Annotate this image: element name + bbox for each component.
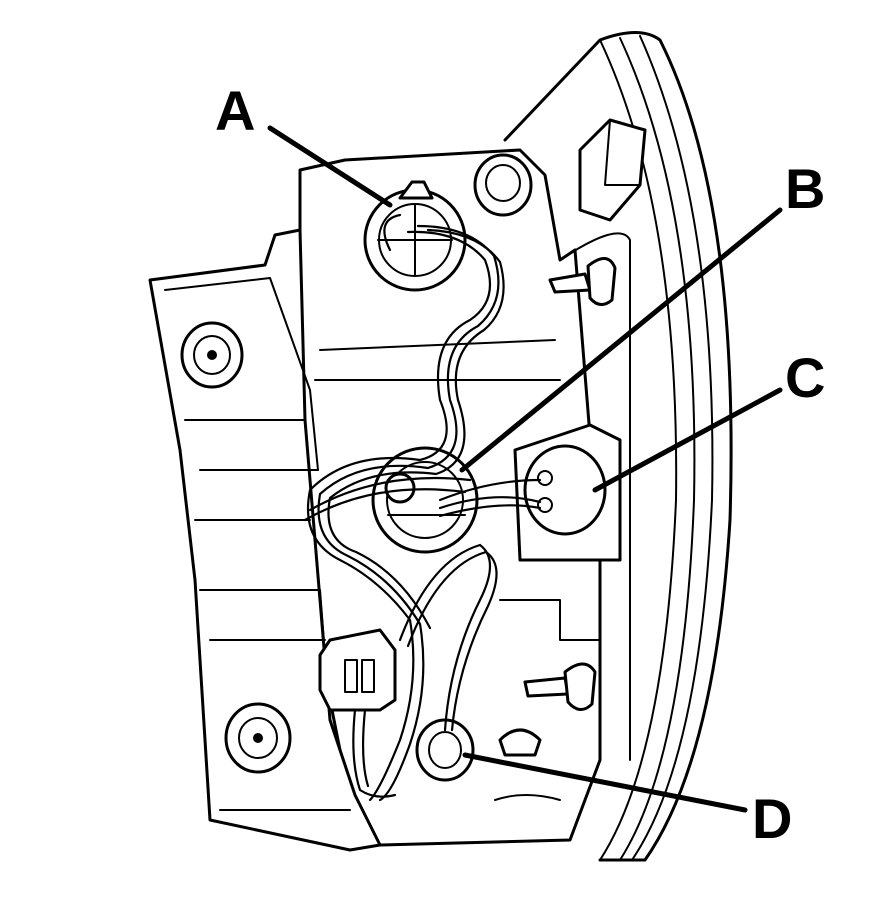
lower-mounting-stud (224, 702, 292, 774)
upper-screw (548, 257, 617, 306)
bulb-socket-a (363, 180, 467, 292)
bulb-socket-d (415, 718, 561, 801)
leader-c (592, 387, 783, 493)
leader-d (462, 752, 748, 813)
callout-d: D (752, 787, 792, 850)
callout-leaders (267, 125, 783, 813)
leader-a (267, 125, 393, 208)
bulb-socket-c (513, 423, 622, 562)
housing-tab (578, 118, 647, 222)
callout-b: B (785, 157, 825, 220)
upper-mounting-stud (180, 321, 244, 389)
lower-screw (523, 662, 597, 711)
callout-c: C (785, 346, 825, 409)
wiring-harness (303, 213, 542, 802)
callout-a: A (215, 79, 255, 142)
bulb-socket-b (371, 446, 479, 554)
harness-connector (318, 628, 397, 712)
leader-b (459, 207, 783, 473)
top-locating-pin (473, 153, 533, 217)
